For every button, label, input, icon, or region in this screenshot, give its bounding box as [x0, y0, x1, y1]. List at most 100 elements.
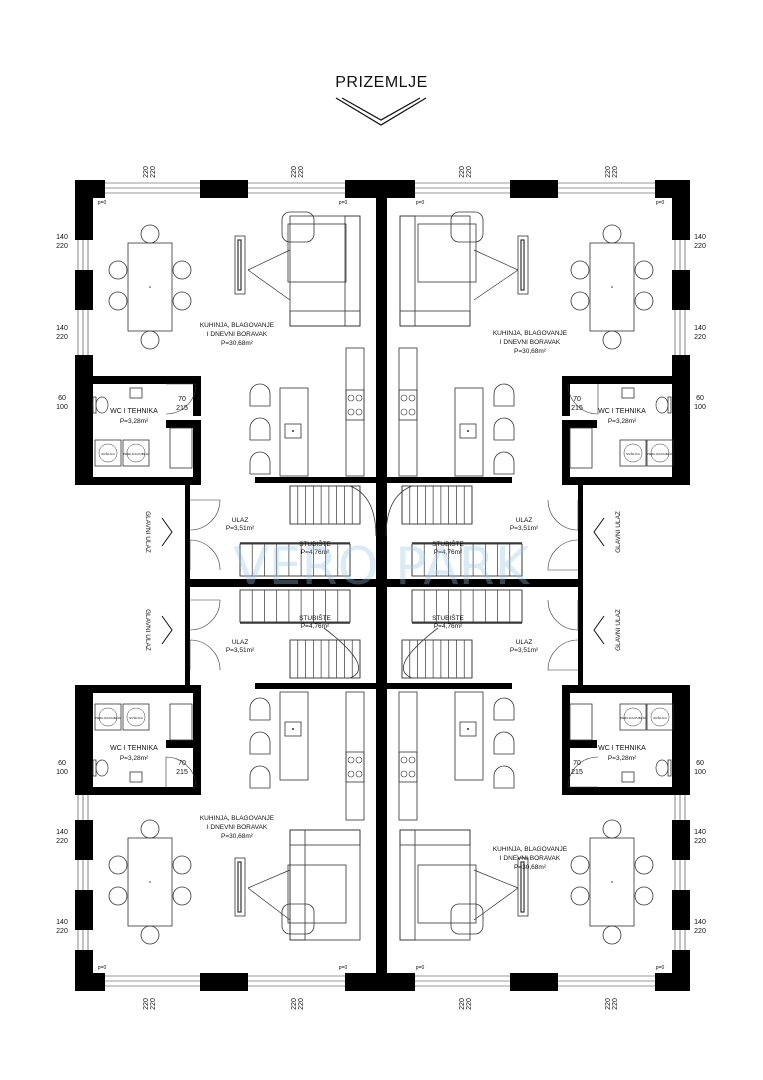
wall-stair — [255, 477, 380, 483]
room-label: I DNEVNI BORAVAK — [500, 339, 561, 346]
table-center — [611, 286, 613, 288]
drain — [467, 430, 469, 432]
wall-wc — [562, 420, 597, 428]
hob — [345, 751, 365, 783]
chair — [172, 855, 192, 875]
dim-140: 140 — [694, 919, 706, 926]
burner — [355, 394, 363, 402]
tv-screen — [237, 239, 242, 291]
title-chevron-inner — [341, 97, 421, 121]
room-label: WC I TEHNIKA — [110, 408, 158, 415]
kitchen-counter — [398, 691, 418, 821]
watermark-logo: VERO PARK — [233, 537, 531, 597]
main-entrance-label: GLAVNI ULAZ — [144, 609, 151, 651]
room-area: P=3,28m² — [120, 755, 149, 762]
toilet-bowl — [95, 396, 109, 414]
dim-220: 220 — [466, 998, 473, 1010]
dim-220: 220 — [56, 243, 68, 250]
elevation-label: p=0 — [98, 965, 107, 971]
sofa-arm — [399, 310, 471, 327]
view-line — [247, 269, 291, 301]
door-swing — [189, 639, 221, 671]
wall-bottom — [200, 973, 248, 991]
wall-right — [672, 270, 690, 310]
wall-right — [672, 355, 690, 485]
main-entrance-label: GLAVNI ULAZ — [615, 609, 622, 651]
entrance-arrow — [161, 615, 173, 645]
appliance-label: PERILICA RUBLJA — [620, 716, 646, 720]
wall-right — [672, 685, 690, 795]
wall-wc — [562, 376, 570, 416]
plan-title: PRIZEMLJE — [335, 74, 428, 91]
view-line — [473, 249, 519, 271]
dim-220: 220 — [150, 166, 157, 178]
chair — [634, 855, 654, 875]
shower — [169, 427, 193, 469]
sofa-back — [289, 829, 306, 941]
room-area: P=3,51m² — [510, 525, 539, 532]
chair — [140, 330, 160, 350]
room-label: WC I TEHNIKA — [110, 745, 158, 752]
chair — [602, 330, 622, 350]
wall-entry — [185, 485, 190, 685]
table-center — [149, 286, 151, 288]
tv-unit — [517, 235, 529, 295]
view-line — [247, 869, 291, 889]
wall-stair — [255, 683, 380, 689]
room-area: P=30,68m² — [514, 864, 547, 871]
chair — [108, 260, 128, 280]
kitchen-counter — [345, 691, 365, 821]
stair-flight — [289, 639, 361, 679]
tv-unit — [517, 857, 529, 917]
dim-100: 100 — [56, 769, 68, 776]
room-label: I DNEVNI BORAVAK — [207, 824, 268, 831]
room-label: KUHINJA, BLAGOVANJE — [493, 846, 568, 853]
wall-wc — [562, 477, 672, 485]
dim-220: 220 — [459, 998, 466, 1010]
door-swing — [547, 639, 579, 671]
bar-stool — [249, 451, 271, 475]
room-area: P=3,28m² — [608, 755, 637, 762]
appliance-label: SUŠILICA — [626, 451, 640, 456]
elevation-label: p=0 — [339, 965, 348, 971]
dim-100: 100 — [694, 404, 706, 411]
burner — [355, 770, 363, 778]
room-area: P=30,68m² — [514, 348, 547, 355]
basin — [129, 771, 143, 783]
elevation-label: p=0 — [339, 200, 348, 206]
appliance-label: SUŠILICA — [129, 715, 143, 720]
room-label: WC I TEHNIKA — [598, 745, 646, 752]
dim-220: 220 — [291, 998, 298, 1010]
wall-entry — [578, 485, 583, 685]
sink — [284, 721, 302, 737]
wall-wc — [562, 376, 672, 384]
dim-220: 220 — [298, 998, 305, 1010]
table-center — [611, 881, 613, 883]
dim-60: 60 — [58, 395, 66, 402]
chair — [602, 224, 622, 244]
elevation-label: p=0 — [416, 965, 425, 971]
bar-stool — [493, 731, 515, 755]
chair — [570, 855, 590, 875]
appliance-label: PERILICA RUBLJA — [95, 716, 121, 720]
burner — [400, 756, 408, 764]
sink — [459, 423, 477, 439]
armchair — [450, 211, 484, 243]
dim-220: 220 — [291, 166, 298, 178]
dim-220: 220 — [459, 166, 466, 178]
stair-flight — [401, 485, 473, 525]
wall-right — [672, 950, 690, 991]
dim-220: 220 — [56, 334, 68, 341]
appliance-drum — [623, 443, 643, 463]
tv-unit — [234, 857, 246, 917]
dim-70: 70 — [573, 396, 581, 403]
room-label: WC I TEHNIKA — [598, 408, 646, 415]
door-swing — [189, 539, 221, 571]
appliance — [619, 439, 647, 467]
stair-winder — [323, 627, 439, 679]
wall-top — [510, 180, 558, 198]
basin — [621, 771, 635, 783]
chair — [634, 291, 654, 311]
ottoman — [417, 864, 477, 924]
